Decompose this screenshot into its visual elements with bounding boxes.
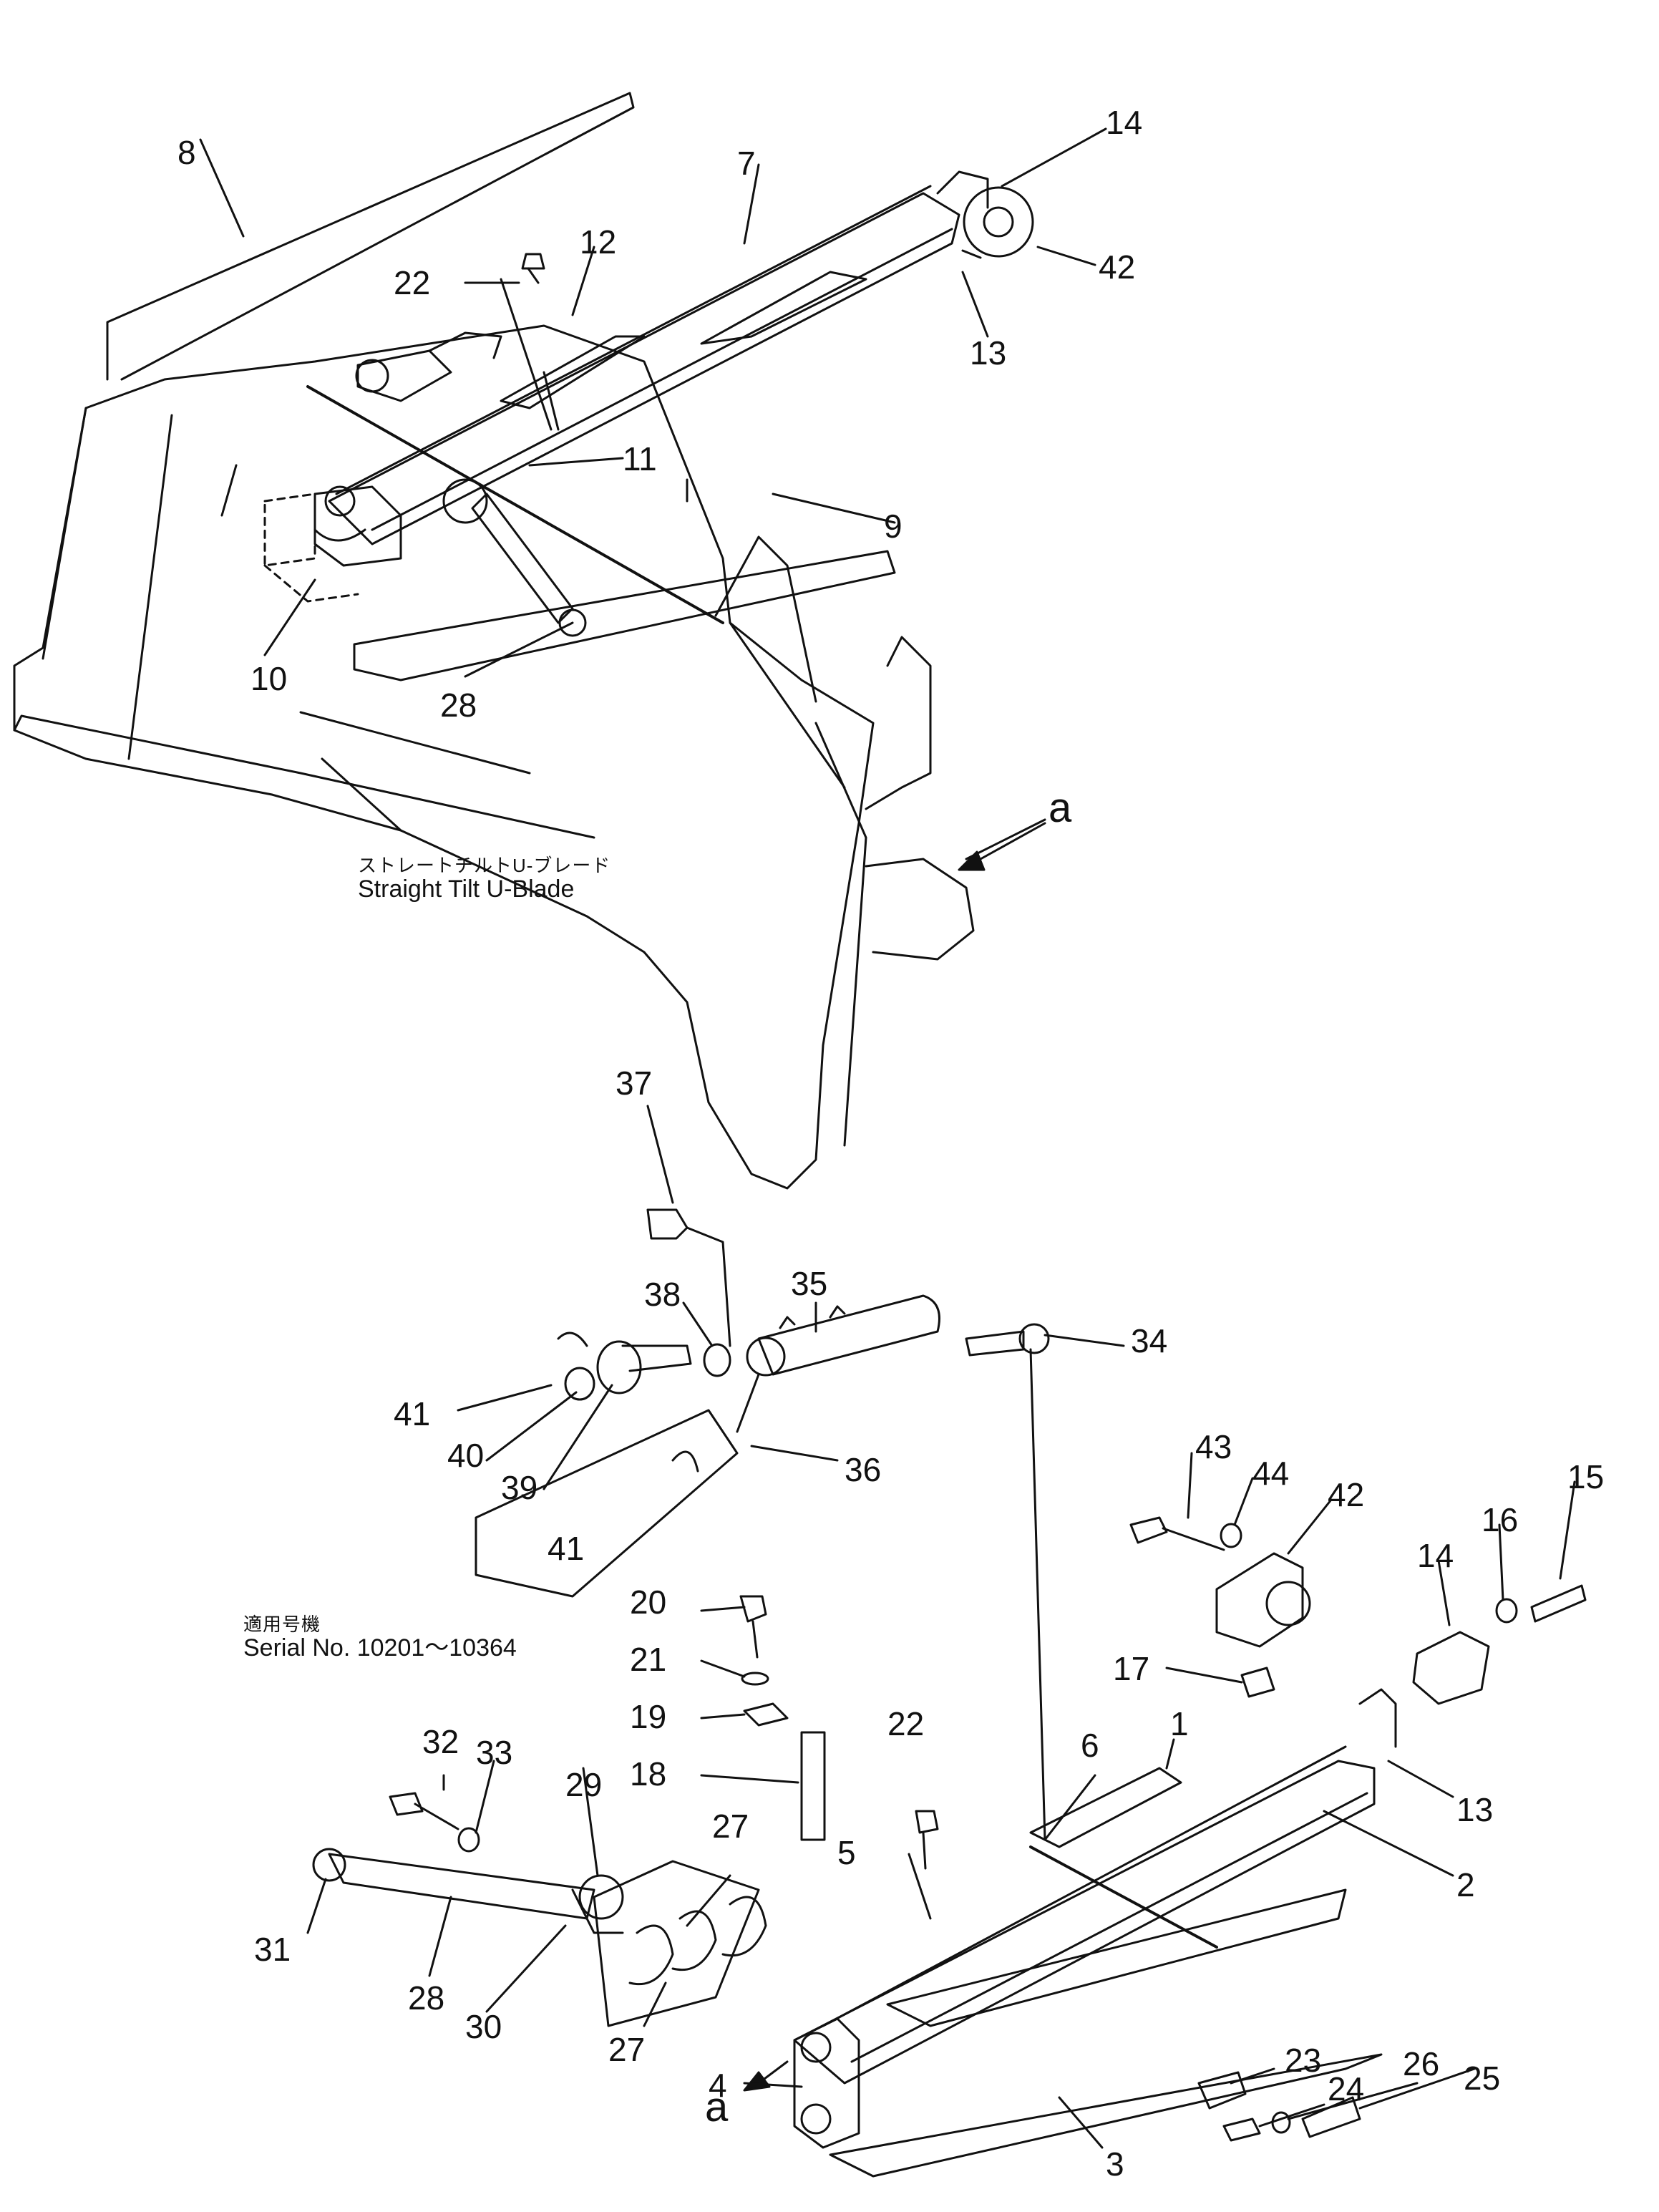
callout-35: 35 (791, 1265, 828, 1302)
blade-outline (13, 92, 975, 1190)
callout-34: 34 (1131, 1322, 1168, 1359)
callout-9: 9 (884, 508, 903, 545)
callout-8: 8 (177, 134, 196, 171)
callout-22: 22 (394, 264, 431, 301)
callout-15: 15 (1567, 1458, 1605, 1495)
view-marker-a-lower: a (705, 2084, 729, 2130)
callout-27: 27 (712, 1808, 749, 1845)
callout-19: 19 (630, 1698, 667, 1735)
callout-22b: 22 (887, 1705, 925, 1742)
lower-cylinder-parts (306, 822, 1587, 2178)
callout-21: 21 (630, 1641, 667, 1678)
callout-10: 10 (250, 660, 288, 697)
callout-44: 44 (1252, 1455, 1290, 1492)
callout-14: 14 (1106, 104, 1143, 141)
callout-13b: 13 (1456, 1791, 1494, 1828)
blade-caption-en: Straight Tilt U-Blade (358, 875, 575, 903)
callout-11: 11 (623, 440, 657, 477)
callout-4: 4 (709, 2067, 727, 2104)
callout-41: 41 (394, 1395, 431, 1432)
callout-36: 36 (845, 1451, 882, 1488)
callout-23: 23 (1285, 2042, 1322, 2079)
callout-31: 31 (254, 1931, 291, 1968)
callout-25: 25 (1464, 2060, 1501, 2097)
upper-tilt-arm-assembly (199, 127, 1107, 860)
blade-caption-jp: ストレートチルトU-ブレード (358, 855, 611, 876)
callout-28b: 28 (408, 1979, 445, 2017)
callout-42b: 42 (1328, 1476, 1365, 1513)
callout-26: 26 (1403, 2045, 1440, 2082)
callout-18: 18 (630, 1755, 667, 1793)
callout-16: 16 (1482, 1501, 1519, 1538)
callout-42: 42 (1099, 248, 1136, 286)
serial-caption: 適用号機 Serial No. 10201～10364 (243, 1614, 517, 1662)
serial-caption-en: Serial No. 10201～10364 (243, 1634, 517, 1662)
callout-30: 30 (465, 2008, 502, 2045)
callout-20: 20 (630, 1583, 667, 1621)
callout-41b: 41 (548, 1530, 585, 1567)
callout-24: 24 (1328, 2070, 1365, 2107)
callout-17: 17 (1113, 1650, 1150, 1687)
callout-32: 32 (422, 1723, 459, 1760)
callout-2: 2 (1456, 1866, 1475, 1903)
callout-3: 3 (1106, 2145, 1124, 2183)
callout-40: 40 (447, 1437, 485, 1474)
callout-13: 13 (970, 334, 1007, 372)
callout-14b: 14 (1417, 1537, 1454, 1574)
callout-28: 28 (440, 687, 477, 724)
callout-43: 43 (1195, 1428, 1232, 1465)
callout-6: 6 (1081, 1727, 1099, 1764)
callout-37: 37 (616, 1064, 653, 1102)
callout-12: 12 (580, 223, 617, 261)
callout-7: 7 (737, 145, 756, 182)
view-marker-a-upper: a (1049, 785, 1072, 831)
callout-1: 1 (1170, 1705, 1189, 1742)
callout-38: 38 (644, 1276, 681, 1313)
callout-27b: 27 (608, 2031, 646, 2068)
callout-5: 5 (837, 1834, 856, 1871)
callout-39: 39 (501, 1469, 538, 1506)
callout-29: 29 (565, 1766, 603, 1803)
serial-caption-jp: 適用号機 (243, 1614, 321, 1635)
blade-caption: ストレートチルトU-ブレード Straight Tilt U-Blade (358, 855, 610, 903)
callout-33: 33 (476, 1734, 513, 1771)
